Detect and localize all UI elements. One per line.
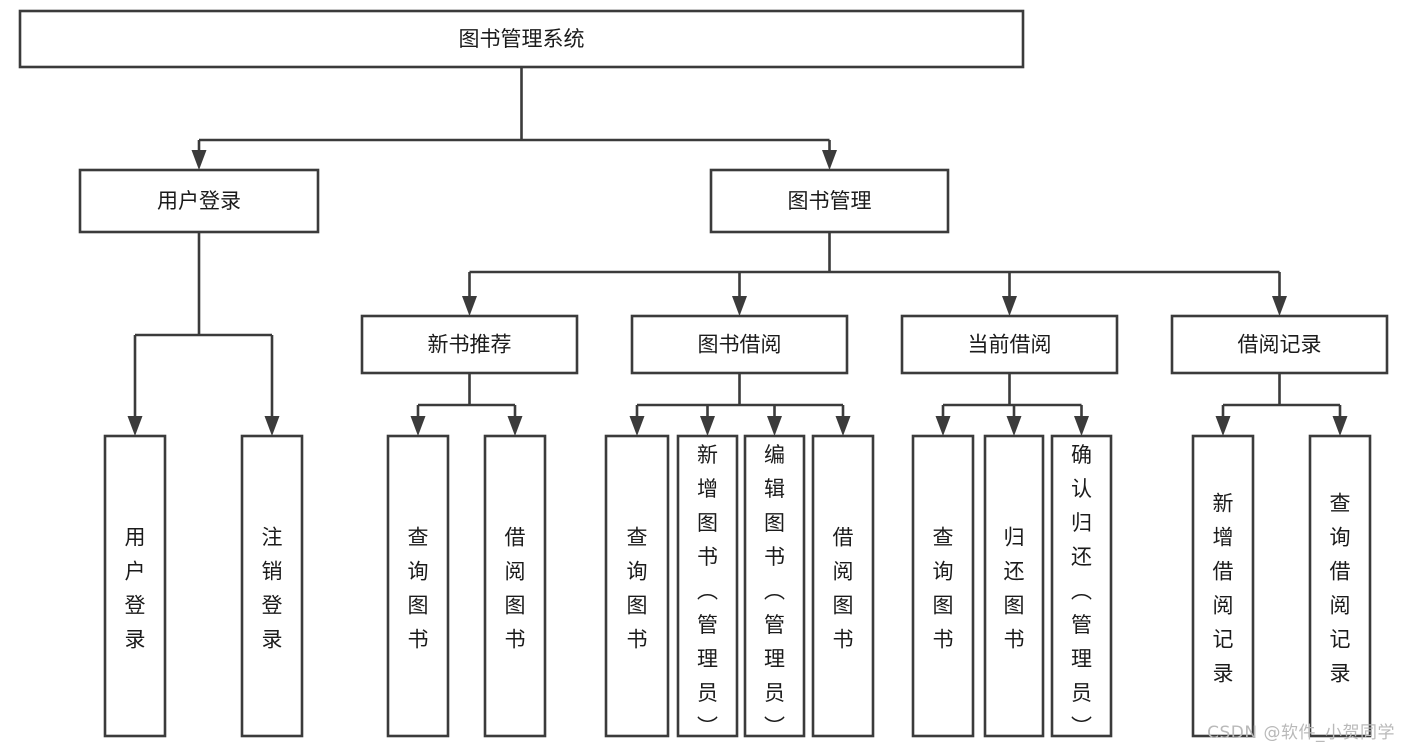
node-label: 编辑图书︵管理员︶: [764, 443, 785, 739]
node-l3-borrow[interactable]: 图书借阅: [630, 314, 849, 375]
node-leaf-new-query[interactable]: 查询图书: [386, 434, 450, 738]
node-l2-book[interactable]: 图书管理: [709, 168, 950, 234]
node-l3-record[interactable]: 借阅记录: [1170, 314, 1389, 375]
node-leaf-user-login[interactable]: 用户登录: [103, 434, 167, 738]
node-label: 归还图书: [1004, 526, 1025, 652]
node-box: [1170, 314, 1389, 375]
node-box: [983, 434, 1045, 738]
node-box: [1191, 434, 1255, 738]
node-label: 当前借阅: [968, 333, 1052, 357]
node-label: 新书推荐: [428, 333, 512, 357]
node-leaf-cur-confirm[interactable]: 确认归还︵管理员︶: [1050, 434, 1113, 739]
node-label: 查询图书: [933, 526, 954, 652]
node-label: 借阅图书: [505, 526, 526, 652]
watermark-label: CSDN @软件_小贺同学: [1207, 723, 1395, 743]
node-label: 借阅图书: [833, 526, 854, 652]
node-box: [900, 314, 1119, 375]
node-l3-new[interactable]: 新书推荐: [360, 314, 579, 375]
node-leaf-rec-add[interactable]: 新增借阅记录: [1191, 434, 1255, 738]
node-box: [386, 434, 450, 738]
node-box: [604, 434, 670, 738]
node-label: 用户登录: [125, 526, 146, 652]
node-label: 查询图书: [408, 526, 429, 652]
node-root[interactable]: 图书管理系统: [18, 9, 1025, 69]
node-leaf-new-borrow[interactable]: 借阅图书: [483, 434, 547, 738]
node-leaf-borrow-query[interactable]: 查询图书: [604, 434, 670, 738]
node-label: 图书管理: [788, 189, 872, 213]
node-box: [240, 434, 304, 738]
node-box: [18, 9, 1025, 69]
node-box: [103, 434, 167, 738]
node-box: [743, 434, 806, 738]
node-label: 新增图书︵管理员︶: [697, 443, 718, 739]
node-box: [811, 434, 875, 738]
node-leaf-rec-query[interactable]: 查询借阅记录: [1308, 434, 1372, 738]
node-label: 借阅记录: [1238, 333, 1322, 357]
node-label: 用户登录: [157, 189, 241, 213]
node-label: 确认归还︵管理员︶: [1071, 443, 1092, 739]
connectors-layer: [127, 67, 1348, 436]
nodes-layer: 图书管理系统用户登录图书管理新书推荐图书借阅当前借阅借阅记录用户登录注销登录查询…: [18, 9, 1389, 739]
node-label: 查询图书: [627, 526, 648, 652]
node-box: [1308, 434, 1372, 738]
node-leaf-cur-query[interactable]: 查询图书: [911, 434, 975, 738]
node-label: 图书借阅: [698, 333, 782, 357]
node-leaf-borrow-add[interactable]: 新增图书︵管理员︶: [676, 434, 739, 739]
node-leaf-borrow-edit[interactable]: 编辑图书︵管理员︶: [743, 434, 806, 739]
node-label: 图书管理系统: [459, 27, 585, 51]
node-leaf-cur-return[interactable]: 归还图书: [983, 434, 1045, 738]
node-leaf-user-logout[interactable]: 注销登录: [240, 434, 304, 738]
node-box: [483, 434, 547, 738]
node-box: [676, 434, 739, 738]
node-box: [911, 434, 975, 738]
node-label: 查询借阅记录: [1330, 492, 1351, 686]
node-l2-user[interactable]: 用户登录: [78, 168, 320, 234]
node-box: [630, 314, 849, 375]
node-box: [360, 314, 579, 375]
node-box: [78, 168, 320, 234]
node-label: 注销登录: [262, 526, 283, 652]
node-leaf-borrow-lend[interactable]: 借阅图书: [811, 434, 875, 738]
node-box: [709, 168, 950, 234]
node-box: [1050, 434, 1113, 738]
node-label: 新增借阅记录: [1213, 492, 1234, 686]
node-l3-current[interactable]: 当前借阅: [900, 314, 1119, 375]
